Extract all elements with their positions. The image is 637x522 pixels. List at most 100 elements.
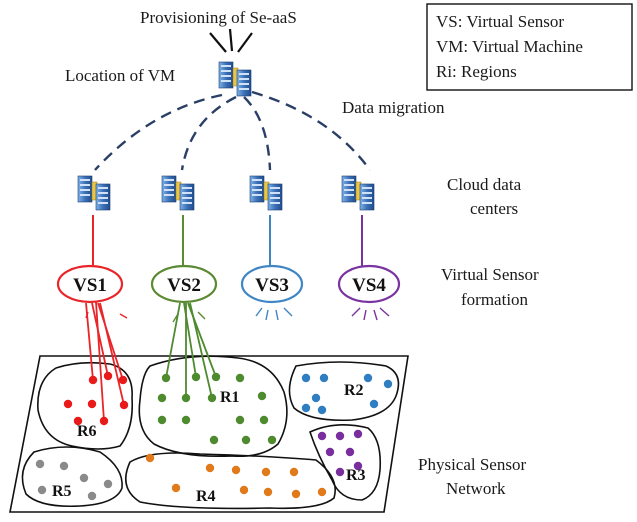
sensor-node <box>369 399 379 409</box>
vs-fan-ticks <box>85 307 390 323</box>
sensor-node <box>241 435 251 445</box>
sensor-node <box>59 461 69 471</box>
region-r2-label: R2 <box>344 382 364 399</box>
sensor-node <box>261 467 271 477</box>
legend-item-vs: VS: Virtual Sensor <box>436 12 564 31</box>
sensor-node <box>235 373 245 383</box>
sensor-node <box>161 373 171 383</box>
sensor-node <box>145 453 155 463</box>
sensor-node <box>191 372 201 382</box>
region-r4-outline <box>124 452 336 510</box>
sensor-node <box>263 487 273 497</box>
sensor-node <box>63 399 73 409</box>
sensor-node <box>87 491 97 501</box>
sensor-node <box>231 465 241 475</box>
psn-label-line1: Physical Sensor <box>418 455 526 474</box>
region-r3-sensors <box>317 429 363 477</box>
sensor-node <box>35 459 45 469</box>
sensor-node <box>353 461 363 471</box>
sensor-node <box>317 405 327 415</box>
sensor-node <box>37 485 47 495</box>
migration-links <box>94 90 371 171</box>
vs2-node: VS2 <box>150 264 218 304</box>
cloud-server-icon-1 <box>77 175 111 211</box>
sensor-node <box>157 415 167 425</box>
sensor-node <box>257 391 267 401</box>
sensor-node <box>181 393 191 403</box>
sensor-node <box>383 379 393 389</box>
region-r5-outline <box>21 446 123 508</box>
region-r1-label: R1 <box>220 389 240 406</box>
data-migration-label: Data migration <box>342 98 445 117</box>
region-r2-sensors <box>301 373 393 415</box>
region-r5-sensors <box>35 459 113 501</box>
region-r2-outline <box>288 361 400 422</box>
region-r3-outline <box>309 424 382 501</box>
sensor-node <box>335 467 345 477</box>
vs3-node: VS3 <box>240 264 304 304</box>
sensor-node <box>209 435 219 445</box>
sensor-node <box>79 473 89 483</box>
sensor-node <box>235 415 245 425</box>
legend-item-vm: VM: Virtual Machine <box>436 37 583 56</box>
sensor-node <box>103 371 113 381</box>
vs3-label: VS3 <box>255 275 289 296</box>
region-r4-sensors <box>145 453 327 499</box>
sensor-node <box>103 479 113 489</box>
sensor-node <box>171 483 181 493</box>
region-r4-label: R4 <box>196 488 216 505</box>
vs4-label: VS4 <box>352 275 386 296</box>
sensor-node <box>311 393 321 403</box>
region-r6-outline <box>37 361 134 450</box>
region-r6-sensors <box>63 371 129 426</box>
legend-box: VS: Virtual Sensor VM: Virtual Machine R… <box>426 3 633 91</box>
region-r5-label: R5 <box>52 483 72 500</box>
sensor-network-panel <box>9 355 409 513</box>
sensor-node <box>345 447 355 457</box>
legend-item-ri: Ri: Regions <box>436 62 517 81</box>
sensor-node <box>118 375 128 385</box>
sensor-node <box>317 487 327 497</box>
cloud-server-icon-4 <box>341 175 375 211</box>
sensor-node <box>157 393 167 403</box>
region-r1-sensors <box>157 372 277 445</box>
vs2-label: VS2 <box>167 275 201 296</box>
vs1-label: VS1 <box>73 275 107 296</box>
sensor-node <box>87 399 97 409</box>
sensor-node <box>291 489 301 499</box>
vs1-node: VS1 <box>56 264 124 304</box>
provisioning-rays <box>209 28 253 53</box>
sensor-node <box>301 403 311 413</box>
sensor-node <box>119 400 129 410</box>
sensor-node <box>319 373 329 383</box>
vs-formation-label-line2: formation <box>461 290 529 309</box>
region-r1-outline <box>138 355 288 458</box>
psn-label-line2: Network <box>446 479 506 498</box>
vs-formation-label-line1: Virtual Sensor <box>441 265 539 284</box>
vs-connectors <box>92 215 363 266</box>
sensor-node <box>207 393 217 403</box>
sensor-node <box>353 429 363 439</box>
sensor-node <box>289 467 299 477</box>
sensor-node <box>363 373 373 383</box>
sensor-node <box>181 415 191 425</box>
sensor-node <box>267 435 277 445</box>
sensor-node <box>73 416 83 426</box>
vs1-sensor-links <box>85 301 125 422</box>
sensor-node <box>239 485 249 495</box>
sensor-node <box>335 431 345 441</box>
location-vm-label: Location of VM <box>65 66 175 85</box>
vs4-node: VS4 <box>337 264 401 304</box>
region-r3-label: R3 <box>346 467 366 484</box>
sensor-node <box>205 463 215 473</box>
cloud-dc-label-line1: Cloud data <box>447 175 522 194</box>
sensor-node <box>211 372 221 382</box>
sensor-node <box>325 447 335 457</box>
sensor-node <box>317 431 327 441</box>
sensor-node <box>88 375 98 385</box>
provisioning-label: Provisioning of Se-aaS <box>140 8 297 27</box>
vs2-sensor-links <box>165 302 217 399</box>
vm-server-icon <box>218 61 252 97</box>
sensor-node <box>301 373 311 383</box>
cloud-server-icon-3 <box>249 175 283 211</box>
